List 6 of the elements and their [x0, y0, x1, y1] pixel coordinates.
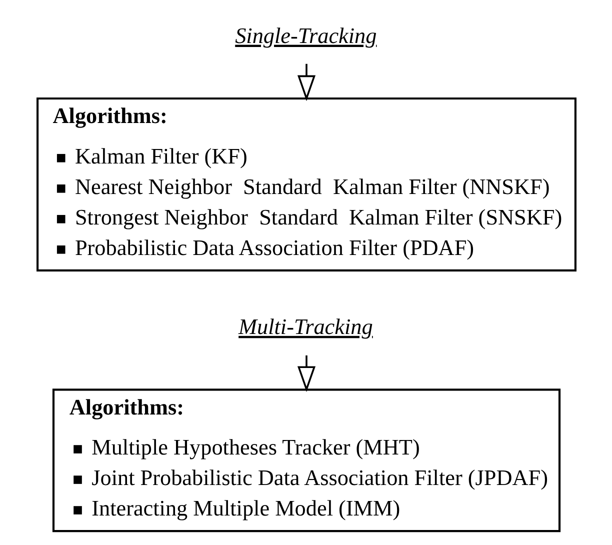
node-box: Algorithms: Kalman Filter (KF) Nearest Neighbor Standard Kalman Filter (NNSKF) Strongest Neighbor Standard Kalman Filter (SNSKF) Probabilistic Data Association Filter (PDAF): [36, 97, 576, 272]
node-text: Single-Tracking: [234, 22, 376, 48]
arrow: [296, 355, 316, 392]
arrow: [296, 64, 316, 102]
node-box: Algorithms: Multiple Hypotheses Tracker (MHT) Joint Probabilistic Data Association Filter (JPDAF) Interacting Multiple Model (IMM): [52, 388, 560, 532]
node-text: Multi-Tracking: [238, 314, 372, 339]
